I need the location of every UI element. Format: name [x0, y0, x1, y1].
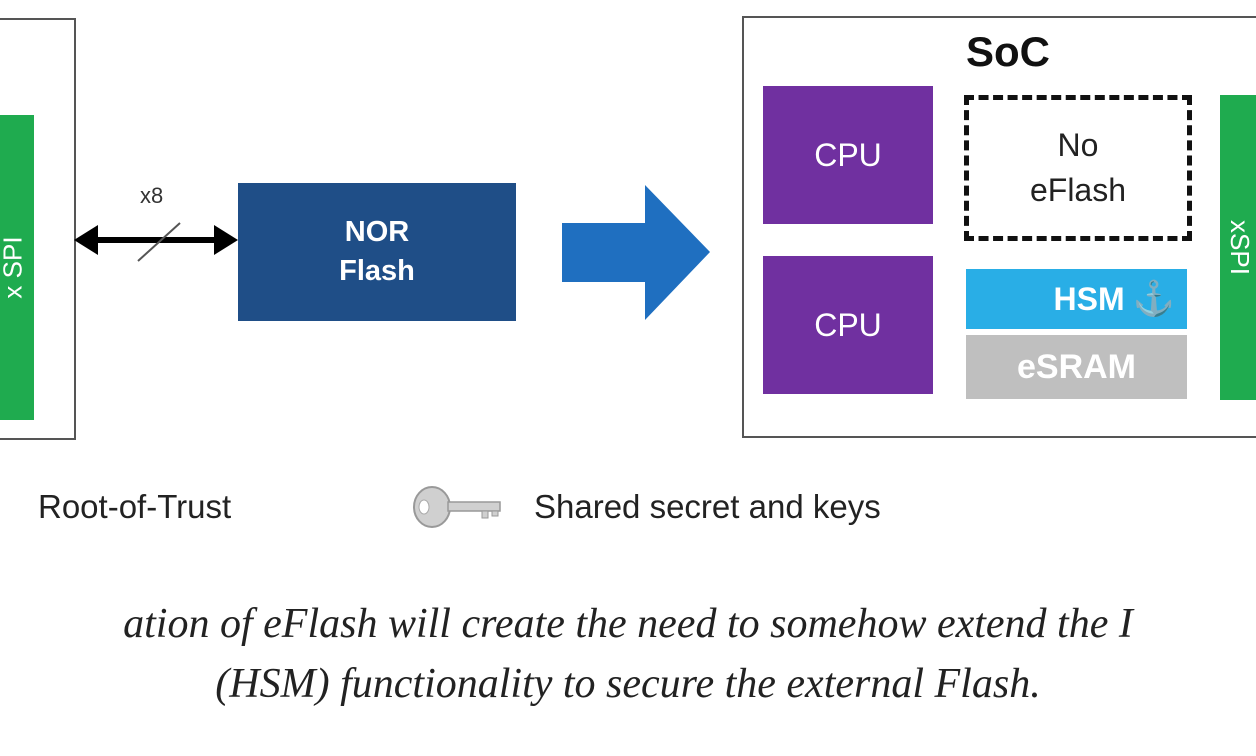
soc-title: SoC — [966, 28, 1050, 75]
anchor-icon: ⚓ — [1132, 280, 1175, 318]
esram-label: eSRAM — [1016, 347, 1137, 386]
nor-flash-label-line1: NOR — [344, 215, 410, 248]
nor-flash-block: NOR Flash — [238, 183, 516, 321]
key-icon — [413, 486, 501, 528]
hsm-block: HSM ⚓ — [966, 269, 1187, 329]
caption-line2: (HSM) functionality to secure the extern… — [215, 661, 1041, 707]
no-eflash-line2: eFlash — [1029, 172, 1127, 208]
bidirectional-bus-arrow — [74, 222, 238, 262]
left-xspi-block: x SPI — [0, 115, 34, 420]
legend-root-of-trust: Root-of-Trust — [38, 488, 232, 525]
no-eflash-line1: No — [1057, 127, 1099, 164]
cpu-bottom-label: CPU — [814, 306, 882, 343]
no-eflash-block: No eFlash — [964, 95, 1192, 241]
legend-shared-secret: Shared secret and keys — [534, 488, 881, 525]
left-device-box: x SPI — [0, 18, 76, 440]
right-xspi-block: xSPI — [1220, 95, 1256, 400]
left-xspi-label: x SPI — [0, 236, 28, 299]
transition-arrow-icon — [562, 185, 710, 320]
right-xspi-label: xSPI — [1224, 220, 1255, 275]
caption-line1: ation of eFlash will create the need to … — [123, 601, 1133, 647]
cpu-top-label: CPU — [814, 136, 882, 173]
hsm-label: HSM — [1053, 280, 1125, 317]
nor-flash-label-line2: Flash — [339, 255, 415, 287]
cpu-block-bottom: CPU — [763, 256, 933, 394]
bus-width-label: x8 — [140, 183, 164, 208]
esram-block: eSRAM — [966, 335, 1187, 399]
cpu-block-top: CPU — [763, 86, 933, 224]
